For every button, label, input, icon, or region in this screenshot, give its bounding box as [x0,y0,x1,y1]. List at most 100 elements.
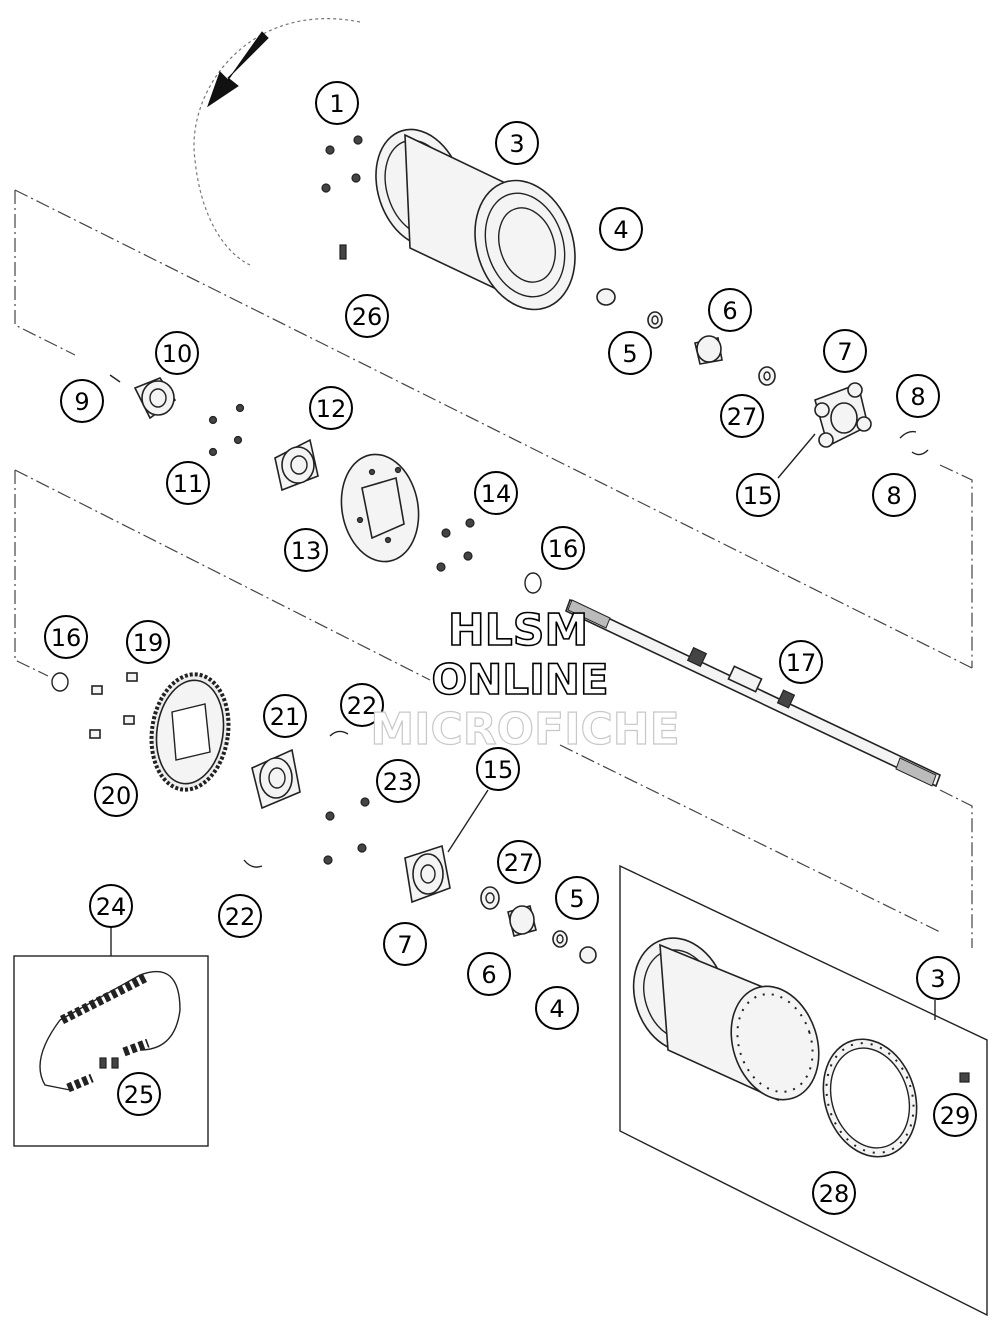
callout-number: 9 [74,388,89,416]
lower-bearing-parts [480,886,597,964]
drive-chain [39,970,181,1093]
callout-29: 29 [933,1093,977,1137]
callout-number: 5 [622,340,637,368]
callout-6: 6 [467,952,511,996]
callout-8: 8 [896,374,940,418]
callout-1: 1 [315,81,359,125]
callout-number: 6 [481,961,496,989]
callout-circle [779,640,823,684]
callout-circle [284,528,328,572]
carrier-bolts [208,403,245,457]
callout-number: 27 [727,403,758,431]
callout-number: 1 [329,90,344,118]
sprocket [149,672,231,792]
callout-circle [117,1072,161,1116]
callout-21: 21 [263,694,307,738]
callout-number: 3 [509,130,524,158]
callout-circle [497,840,541,884]
callout-10: 10 [155,331,199,375]
callout-number: 4 [549,995,564,1023]
callout-circle [736,473,780,517]
callout-number: 15 [483,756,514,784]
callout-circle [541,526,585,570]
callout-20: 20 [94,773,138,817]
brake-disc [340,453,420,563]
callout-number: 3 [930,965,945,993]
callout-number: 25 [124,1081,155,1109]
callout-number: 20 [101,782,132,810]
beadlock-bolt [959,1072,970,1083]
watermark: HLSM ONLINE MICROFICHE [370,604,681,755]
callout-circle [340,683,384,727]
callout-number: 8 [886,482,901,510]
wheel-rim-lower [632,937,820,1102]
callout-number: 6 [722,297,737,325]
callout-number: 4 [613,216,628,244]
callout-number: 7 [397,931,412,959]
wheel-rim-upper [375,128,576,311]
sprocket-bolts [89,672,138,739]
wheel-nuts [321,135,363,193]
watermark-line2: ONLINE [431,655,608,704]
callout-circle [823,329,867,373]
brake-disc-hub [274,438,319,492]
callout-circle [555,876,599,920]
bearing-carrier [109,374,177,420]
rear-axle [564,598,942,788]
callout-13: 13 [284,528,328,572]
callout-27: 27 [497,840,541,884]
callout-number: 26 [352,303,383,331]
callout-circle [315,81,359,125]
callout-23: 23 [376,759,420,803]
sprocket-carrier [251,748,301,810]
callout-circle [599,207,643,251]
callout-28: 28 [812,1171,856,1215]
callout-circle [476,747,520,791]
half-ring-upper [329,730,349,737]
callout-7: 7 [383,922,427,966]
callout-number: 27 [504,849,535,877]
callout-circle [708,288,752,332]
callout-number: 15 [743,482,774,510]
callout-number: 21 [270,703,301,731]
wheel-hub-upper [777,382,872,479]
callout-9: 9 [60,379,104,423]
callout-circle [812,1171,856,1215]
callout-4: 4 [599,207,643,251]
callout-circle [608,331,652,375]
callout-circle [44,615,88,659]
callout-circle [345,294,389,338]
callout-circle [155,331,199,375]
callout-number: 28 [819,1180,850,1208]
callout-circle [376,759,420,803]
o-ring-lower [51,672,69,692]
callout-number: 24 [96,893,127,921]
callout-14: 14 [474,471,518,515]
callout-16: 16 [44,615,88,659]
callout-number: 14 [481,480,512,508]
callout-17: 17 [779,640,823,684]
wheel-hub-lower [404,789,489,904]
callout-circle [309,386,353,430]
callout-circle [218,894,262,938]
callout-circle [89,884,133,928]
callout-circle [126,620,170,664]
valve-stem [339,244,347,260]
circlips [899,430,929,456]
callout-number: 11 [173,470,204,498]
callout-24: 24 [89,884,133,928]
callout-16: 16 [541,526,585,570]
callout-circle [60,379,104,423]
upper-bearing-parts [596,288,776,386]
carrier-nuts [323,797,370,865]
callout-15: 15 [736,473,780,517]
callout-number: 19 [133,629,164,657]
callout-number: 22 [347,692,378,720]
wheel-kit-box [619,864,988,1317]
o-ring-upper [524,572,542,594]
beadlock-ring [822,1038,918,1158]
callout-4: 4 [535,986,579,1030]
callout-number: 23 [383,768,414,796]
half-ring-lower [243,859,263,868]
